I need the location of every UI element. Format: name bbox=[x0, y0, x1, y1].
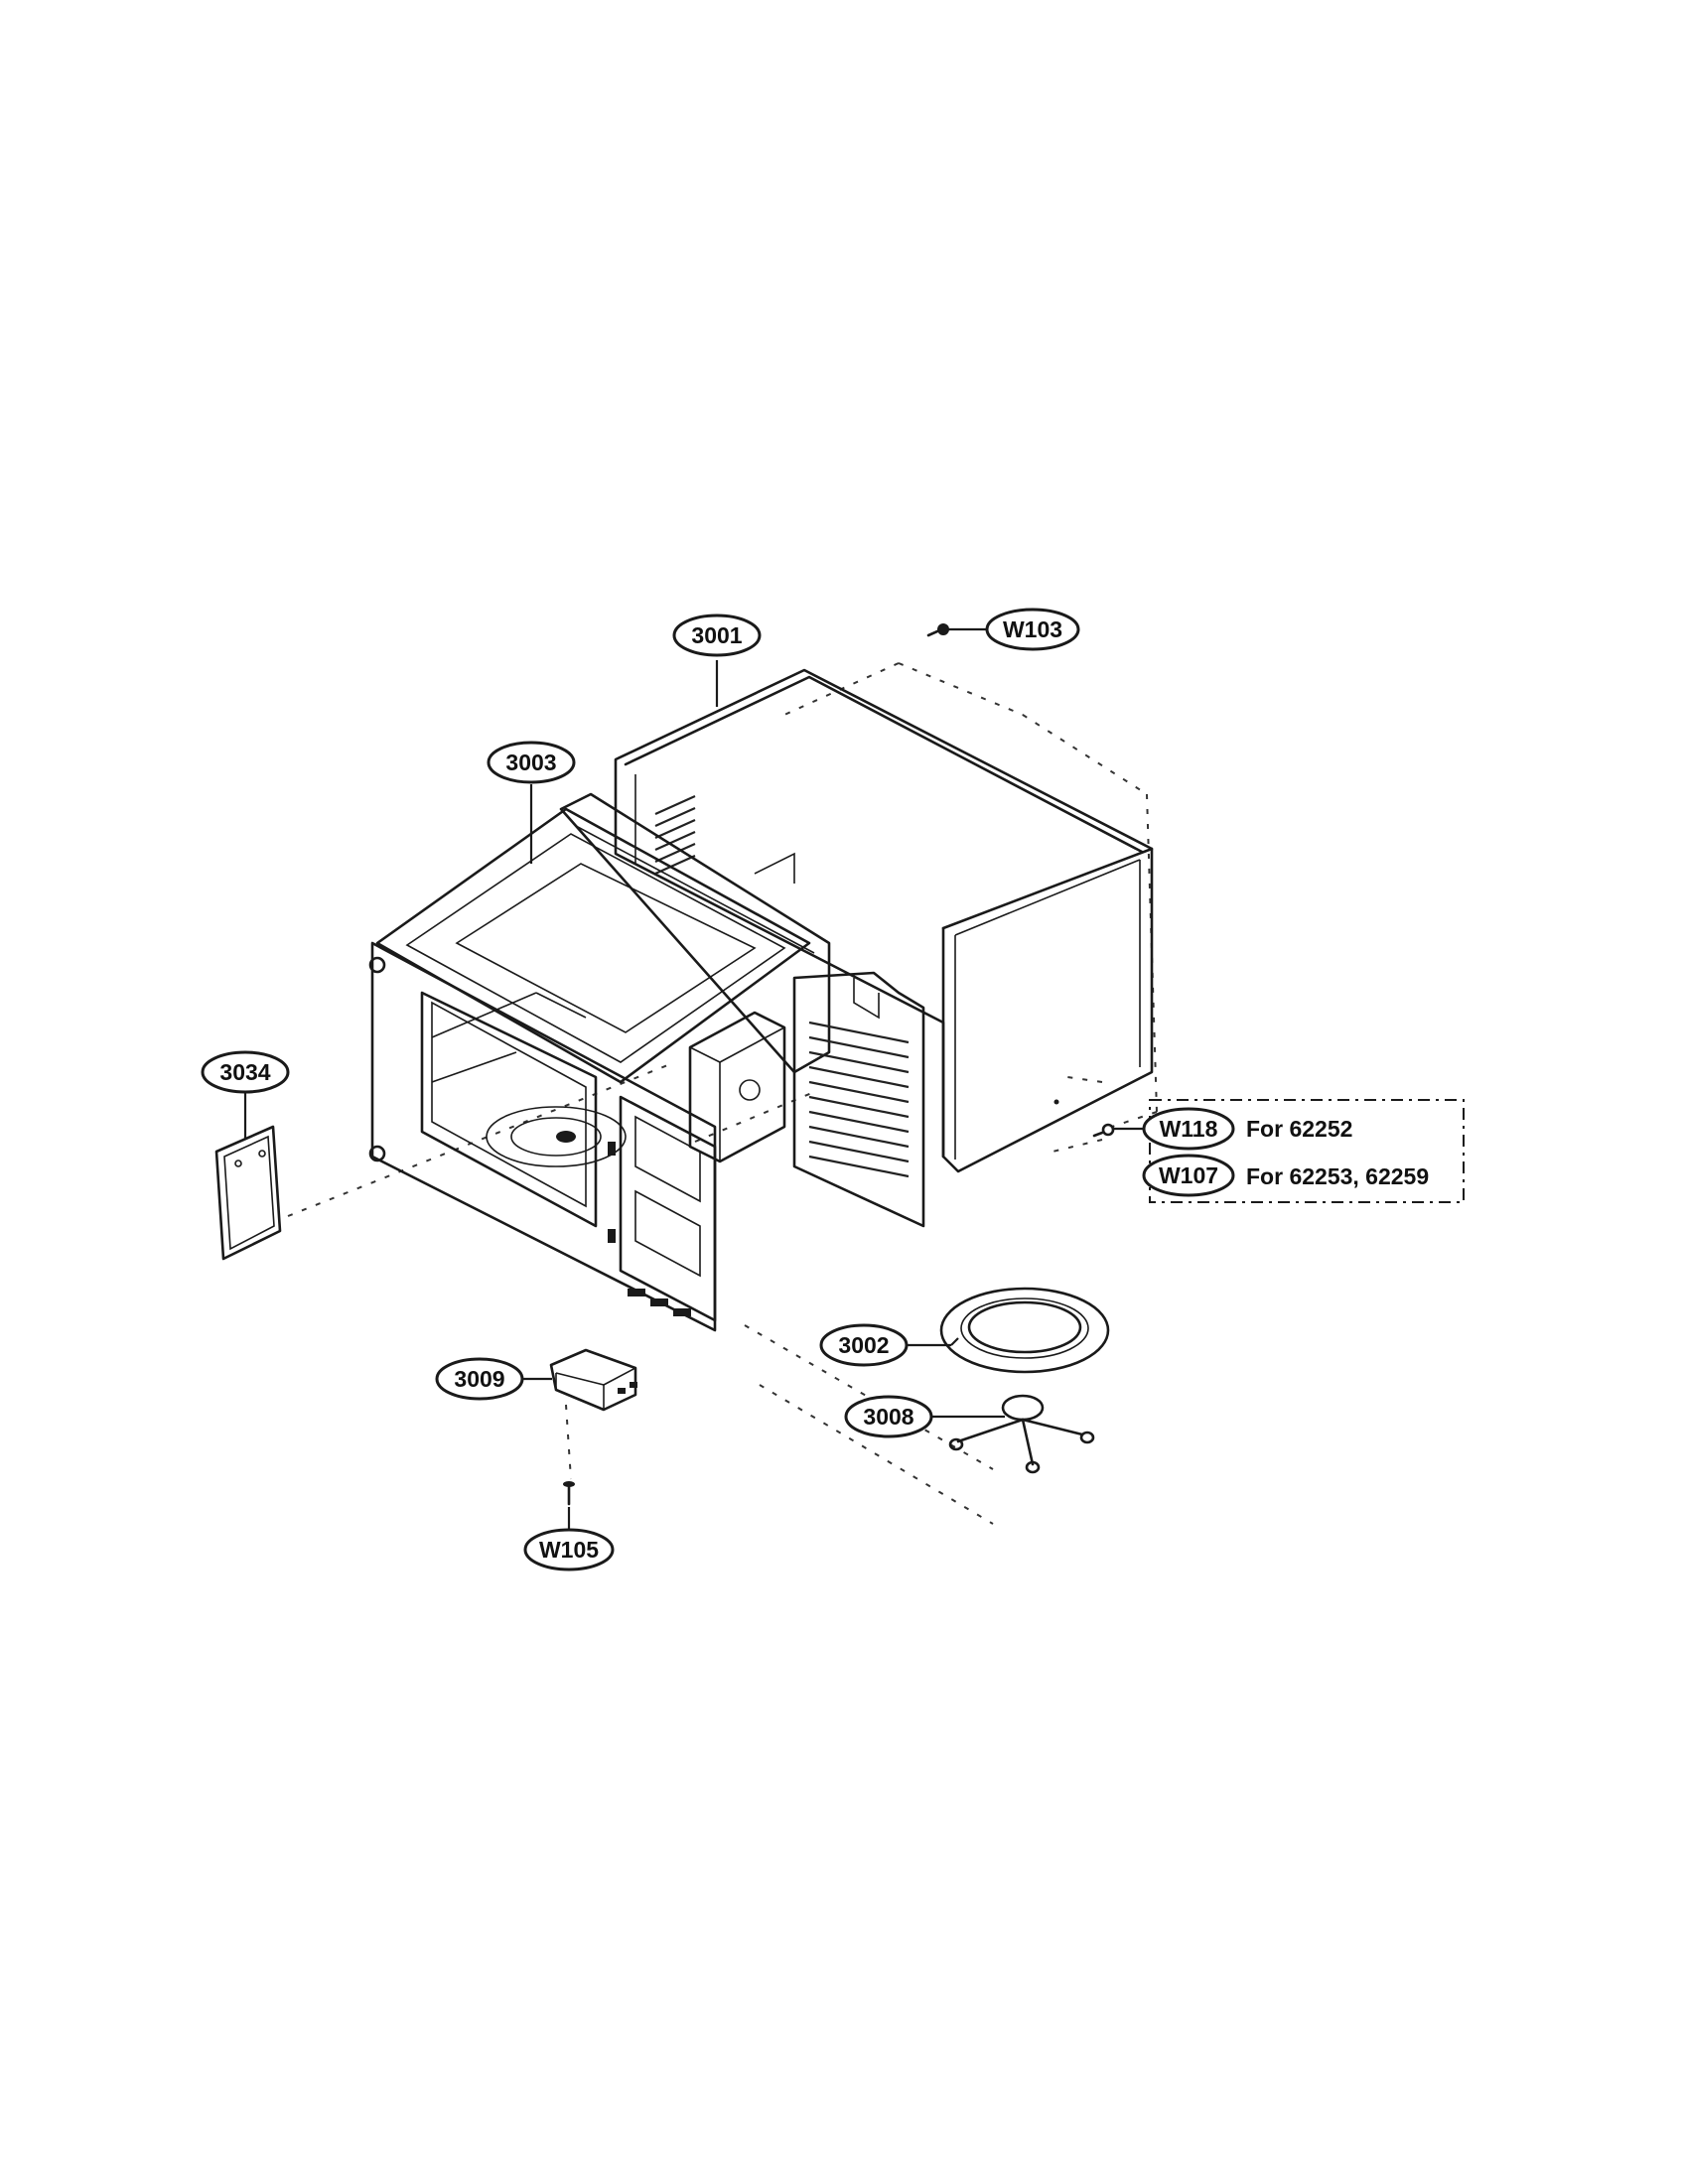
callout-w107: W107 bbox=[1142, 1154, 1235, 1197]
roller-support-3008 bbox=[948, 1394, 1095, 1474]
turntable-tray-3002 bbox=[939, 1287, 1110, 1374]
screw-w118-icon bbox=[1092, 1123, 1115, 1138]
callout-w103-label: W103 bbox=[1003, 616, 1062, 642]
leader-lines bbox=[243, 627, 1145, 1529]
rear-grille bbox=[808, 1021, 910, 1178]
model-note-box bbox=[1149, 1099, 1465, 1203]
cavity-chassis-3003 bbox=[368, 792, 925, 1332]
screw-w105-icon bbox=[563, 1481, 575, 1506]
callout-3001-label: 3001 bbox=[691, 622, 742, 648]
callout-3009-label: 3009 bbox=[454, 1366, 504, 1392]
callout-3008-label: 3008 bbox=[863, 1404, 913, 1430]
w118-model-note: For 62252 bbox=[1246, 1116, 1352, 1142]
w107-model-note: For 62253, 62259 bbox=[1246, 1163, 1429, 1189]
callout-3002-label: 3002 bbox=[838, 1332, 889, 1358]
callout-w105: W105 bbox=[523, 1528, 615, 1571]
callout-w118-label: W118 bbox=[1160, 1116, 1218, 1142]
screw-w103-icon bbox=[926, 623, 949, 637]
callout-3003-label: 3003 bbox=[505, 750, 556, 775]
callout-w103: W103 bbox=[985, 608, 1080, 651]
cover-plate-3034 bbox=[214, 1125, 282, 1261]
callout-w107-label: W107 bbox=[1159, 1162, 1218, 1188]
callout-3034: 3034 bbox=[201, 1050, 290, 1094]
callout-3034-label: 3034 bbox=[219, 1059, 270, 1085]
callout-w105-label: W105 bbox=[539, 1537, 599, 1563]
callout-3008: 3008 bbox=[844, 1395, 933, 1438]
callout-3003: 3003 bbox=[487, 741, 576, 784]
outer-case-3001 bbox=[614, 668, 1154, 1173]
callout-w118: W118 bbox=[1142, 1107, 1235, 1151]
callout-3009: 3009 bbox=[435, 1357, 524, 1401]
case-side-vents bbox=[654, 794, 696, 876]
callout-3001: 3001 bbox=[672, 614, 762, 657]
callout-3002: 3002 bbox=[819, 1323, 909, 1367]
turntable-motor-3009 bbox=[549, 1348, 637, 1412]
